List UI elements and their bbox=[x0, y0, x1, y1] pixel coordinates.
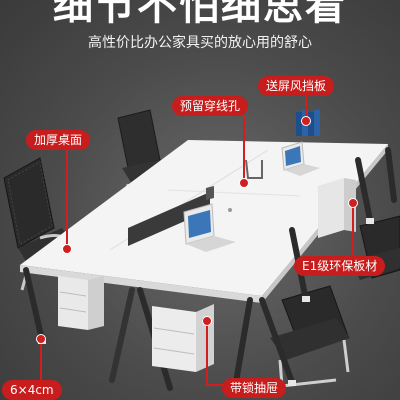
partition-screens bbox=[128, 159, 263, 246]
callout-leg-dot bbox=[36, 334, 46, 344]
laptop-front bbox=[183, 203, 236, 252]
callout-drawer-dot bbox=[202, 316, 212, 326]
callout-desktop-label: 加厚桌面 bbox=[26, 130, 91, 150]
drawer-pedestal-center bbox=[152, 304, 214, 372]
laptop-back bbox=[281, 141, 320, 176]
callout-board-label: E1级环保板材 bbox=[294, 256, 386, 276]
callout-screen-label: 送屏风挡板 bbox=[258, 76, 335, 96]
callout-wire-hole-leader bbox=[243, 116, 245, 180]
callout-screen-leader bbox=[305, 96, 307, 118]
callout-wire-hole-label: 预留穿线孔 bbox=[172, 96, 249, 116]
callout-leg-label: 6×4cm bbox=[2, 380, 62, 400]
page-subtitle: 高性价比办公家具买的放心用的舒心 bbox=[88, 35, 312, 51]
callout-board-leader bbox=[352, 204, 354, 256]
callout-wire-hole-dot bbox=[239, 178, 249, 188]
callout-drawer-leader bbox=[206, 322, 208, 384]
callout-desktop-dot bbox=[62, 244, 72, 254]
page-title: 细节不怕细思看 bbox=[53, 0, 347, 29]
callout-desktop-leader bbox=[66, 150, 68, 246]
callout-drawer-leader-h bbox=[206, 384, 224, 386]
drawer-pedestal-right bbox=[318, 178, 356, 238]
drawer-pedestal-left bbox=[58, 276, 104, 330]
callout-leg-leader bbox=[40, 340, 42, 380]
callout-screen-dot bbox=[301, 116, 311, 126]
callout-drawer-label: 带锁抽屉 bbox=[222, 378, 287, 398]
callout-board-dot bbox=[348, 198, 358, 208]
